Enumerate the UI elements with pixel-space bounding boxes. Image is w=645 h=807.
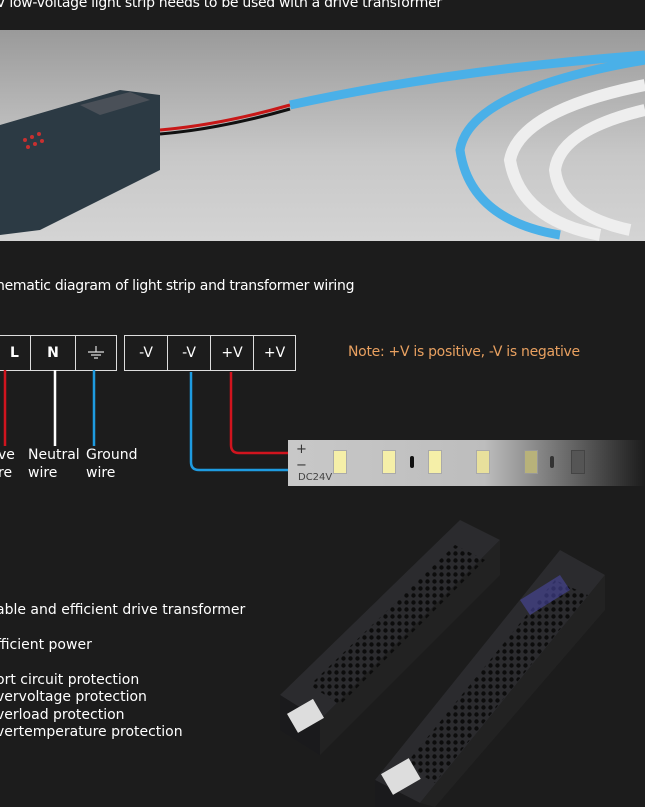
- led-chip: [382, 450, 396, 474]
- transformer-product-image: [280, 520, 605, 807]
- feature-item: vertemperature protection: [0, 724, 183, 740]
- terminal-pos-1: +V: [210, 335, 254, 371]
- ground-icon: [88, 346, 104, 359]
- terminal-pos-2: +V: [253, 335, 296, 371]
- led-chip: [333, 450, 347, 474]
- strip-minus: −: [296, 458, 307, 473]
- resistor: [410, 456, 414, 468]
- feature-item: ort circuit protection: [0, 672, 140, 688]
- feature-item: verload protection: [0, 707, 125, 723]
- feature-item: vervoltage protection: [0, 689, 147, 705]
- strip-voltage: DC24V: [298, 472, 333, 483]
- led-chip: [524, 450, 538, 474]
- resistor: [550, 456, 554, 468]
- features-subheading: fficient power: [0, 637, 92, 653]
- terminal-neg-2: -V: [167, 335, 211, 371]
- led-strip-photo: [0, 50, 645, 241]
- led-chip: [428, 450, 442, 474]
- terminal-neg-1: -V: [124, 335, 168, 371]
- led-strip: + − DC24V: [288, 440, 645, 486]
- page-header-text: V low-voltage light strip needs to be us…: [0, 0, 442, 11]
- diagram-title: hematic diagram of light strip and trans…: [0, 278, 355, 294]
- terminal-ground: [75, 335, 117, 371]
- polarity-note: Note: +V is positive, -V is negative: [348, 344, 580, 360]
- features-heading: able and efficient drive transformer: [0, 602, 246, 618]
- product-photo: [0, 30, 645, 241]
- terminal-N: N: [30, 335, 76, 371]
- terminal-L: L: [0, 335, 31, 371]
- led-chip: [571, 450, 585, 474]
- strip-plus: +: [296, 442, 307, 457]
- wiring-lines: [3, 370, 292, 472]
- led-chip: [476, 450, 490, 474]
